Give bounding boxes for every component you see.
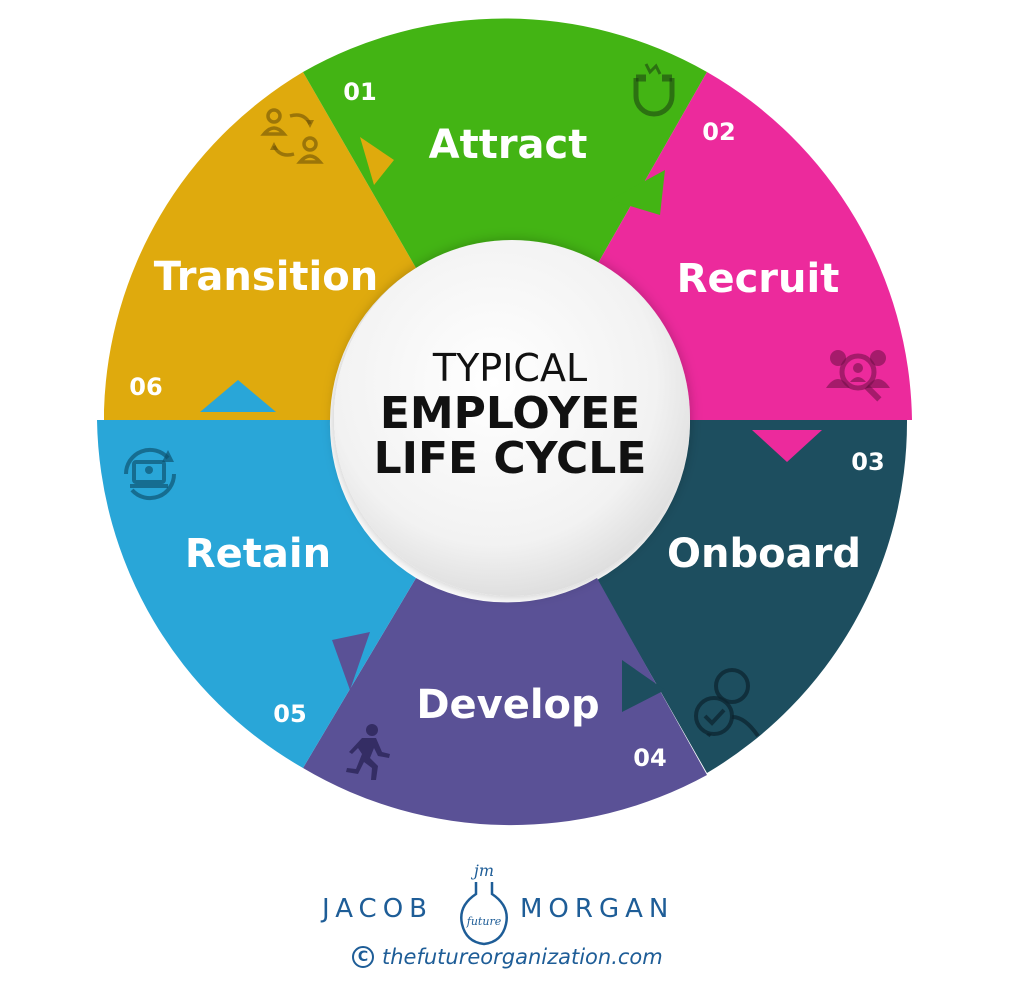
arrow-transition-to-attract bbox=[360, 137, 394, 185]
center-circle bbox=[334, 240, 690, 596]
label-develop: Develop bbox=[416, 682, 599, 728]
center-title-line2: EMPLOYEE bbox=[380, 388, 640, 439]
center-title-line1: TYPICAL bbox=[432, 346, 587, 390]
segment-recruit bbox=[597, 72, 912, 420]
number-recruit: 02 bbox=[702, 118, 735, 146]
segment-retain bbox=[97, 420, 416, 768]
arrow-onboard-to-develop bbox=[622, 660, 665, 712]
segment-develop bbox=[303, 578, 707, 826]
brand-footer: JACOB jm future MORGAN C thefutureorgani… bbox=[0, 858, 1024, 998]
brand-last-name: MORGAN bbox=[520, 894, 675, 924]
website-url[interactable]: thefutureorganization.com bbox=[382, 945, 663, 969]
running-person-icon bbox=[346, 724, 390, 780]
label-transition: Transition bbox=[154, 254, 378, 300]
arrow-attract-to-recruit bbox=[610, 170, 665, 215]
label-onboard: Onboard bbox=[667, 531, 861, 577]
brand-first-name: JACOB bbox=[322, 894, 433, 924]
retention-refresh-icon bbox=[123, 447, 177, 501]
number-onboard: 03 bbox=[851, 448, 884, 476]
user-check-icon bbox=[694, 668, 760, 738]
copyright-line: C thefutureorganization.com bbox=[352, 942, 663, 972]
lightbulb-logo-icon: jm future bbox=[460, 861, 508, 946]
arrow-retain-to-transition bbox=[200, 380, 276, 412]
number-attract: 01 bbox=[343, 78, 376, 106]
arrow-recruit-to-onboard bbox=[752, 430, 822, 462]
label-retain: Retain bbox=[185, 531, 331, 577]
label-recruit: Recruit bbox=[677, 256, 840, 302]
logo-future-text: future bbox=[466, 915, 502, 928]
arrow-develop-to-retain bbox=[332, 632, 370, 690]
candidate-search-icon bbox=[826, 350, 890, 402]
center-title-line3: LIFE CYCLE bbox=[374, 433, 647, 484]
segment-transition bbox=[104, 72, 416, 420]
number-develop: 04 bbox=[633, 744, 666, 772]
number-transition: 06 bbox=[129, 373, 162, 401]
people-exchange-icon bbox=[260, 108, 324, 164]
segment-onboard bbox=[597, 420, 908, 773]
magnet-icon bbox=[633, 63, 675, 117]
number-retain: 05 bbox=[273, 700, 306, 728]
logo-monogram: jm bbox=[471, 861, 494, 880]
segment-attract bbox=[303, 18, 707, 268]
label-attract: Attract bbox=[429, 122, 588, 168]
copyright-icon: C bbox=[352, 946, 374, 968]
